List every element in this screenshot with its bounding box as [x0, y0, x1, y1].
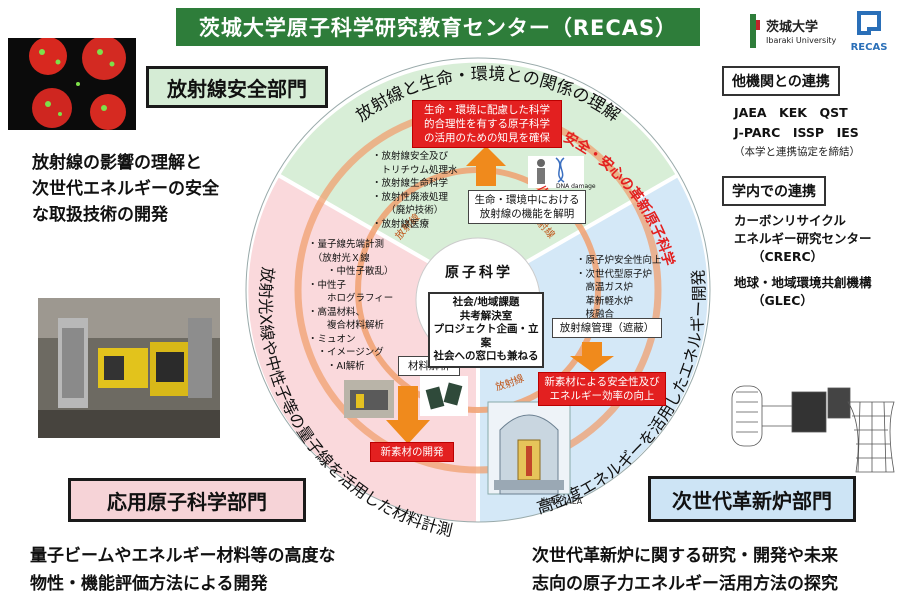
material-photo-1	[344, 380, 394, 418]
right-list-item: ・原子炉安全性向上	[576, 255, 662, 266]
reactor-wireframe-illustration	[731, 385, 895, 473]
applied-desc-line: 物性・機能評価方法による開発	[30, 574, 268, 594]
dept-applied-atomic-science-label: 応用原子科学部門	[68, 478, 306, 522]
reactor-cutaway-illustration	[487, 401, 571, 495]
right-research-list: ・原子炉安全性向上 ・次世代型原子炉 高温ガス炉 革新軽水炉 核融合	[576, 254, 662, 322]
crerc-line: （CRERC）	[752, 249, 824, 264]
top-white-box-line: 生命・環境中における	[474, 194, 580, 206]
sector-applied	[244, 172, 480, 527]
recas-mark-icon	[857, 11, 881, 35]
top-red-box-line: の活用のための知見を確保	[424, 132, 550, 144]
crerc-line: エネルギー研究センター	[734, 231, 872, 246]
safety-desc-line: 次世代エネルギーの安全	[32, 179, 219, 199]
applied-desc-line: 量子ビームやエネルギー材料等の高度な	[30, 546, 336, 566]
top-white-box: 生命・環境中における 放射線の機能を解明	[468, 190, 586, 224]
left-list-item: ・中性子散乱）	[308, 266, 394, 277]
left-list-item: ・中性子	[308, 279, 347, 291]
external-collaboration-heading: 他機関との連携	[722, 66, 840, 96]
glec-line: 地球・地域環境共創機構	[734, 275, 872, 290]
top-research-list: ・放射線安全及び トリチウム処理水 ・放射線生命科学 ・放射性廃液処理 （廃炉技…	[372, 150, 458, 231]
center-box-line: 共考解決室	[459, 309, 513, 322]
glec-line: （GLEC）	[752, 293, 813, 308]
safety-desc-line: な取扱技術の開発	[32, 205, 168, 225]
left-list-item: 複合材料解析	[308, 320, 385, 331]
right-list-item: ・次世代型原子炉	[576, 268, 653, 280]
ibaraki-logo-jp: 茨城大学	[766, 20, 819, 35]
top-list-item: トリチウム処理水	[372, 164, 458, 176]
left-list-item: ・ミュオン	[308, 333, 356, 345]
left-list-item: ・高温材料、	[308, 306, 366, 318]
ibaraki-mark-icon	[750, 14, 760, 48]
left-list-item: ・AI解析	[308, 360, 365, 372]
left-research-list: ・量子線先端計測 （放射光Ｘ線 ・中性子散乱） ・中性子 ホログラフィー ・高温…	[308, 238, 394, 373]
page-title: 茨城大学原子科学研究教育センター（RECAS）	[176, 8, 700, 46]
dept-radiation-safety-label: 放射線安全部門	[146, 66, 328, 108]
external-orgs-line: JAEA KEK QST	[734, 105, 848, 120]
right-list-item: 革新軽水炉	[576, 295, 634, 307]
top-red-box: 生命・環境に配慮した科学 的合理性を有する原子科学 の活用のための知見を確保	[412, 100, 562, 148]
external-orgs-line: J-PARC ISSP IES	[734, 125, 859, 140]
left-list-item: ・量子線先端計測	[308, 239, 385, 250]
left-list-item: ホログラフィー	[308, 293, 394, 304]
safety-desc-line: 放射線の影響の理解と	[32, 153, 202, 173]
top-list-item: ・放射性廃液処理	[372, 191, 449, 203]
right-red-box: 新素材による安全性及び エネルギー効率の向上	[538, 372, 666, 406]
dna-caption: DNA damage	[556, 183, 596, 190]
top-list-item: ・放射線医療	[372, 218, 430, 230]
left-red-box: 新素材の開発	[370, 442, 454, 462]
right-red-box-line: エネルギー効率の向上	[549, 390, 655, 402]
recas-logo-text: RECAS	[850, 42, 888, 53]
top-red-box-line: 生命・環境に配慮した科学	[424, 104, 550, 116]
external-note: （本学と連携協定を締結）	[734, 146, 860, 158]
right-list-item: 高温ガス炉	[576, 282, 634, 293]
reactor-desc-line: 次世代革新炉に関する研究・開発や未来	[532, 546, 838, 566]
safety-description: 放射線の影響の理解と 次世代エネルギーの安全 な取扱技術の開発	[32, 150, 272, 228]
right-white-box: 放射線管理（遮蔽）	[552, 318, 662, 338]
internal-collaboration-heading: 学内での連携	[722, 176, 826, 206]
top-red-box-line: 的合理性を有する原子科学	[424, 118, 550, 130]
reactor-description: 次世代革新炉に関する研究・開発や未来 志向の原子力エネルギー活用方法の探究	[532, 542, 892, 598]
left-list-item: ・イメージング	[308, 347, 384, 358]
center-label: 原子科学	[445, 265, 513, 281]
center-box-line: 社会への窓口も兼ねる	[433, 350, 539, 362]
crerc-line: カーボンリサイクル	[734, 213, 846, 228]
right-red-box-line: 新素材による安全性及び	[544, 376, 660, 388]
ibaraki-university-logo: 茨城大学 Ibaraki University	[748, 10, 838, 52]
center-box-line: 社会/地域課題	[452, 296, 520, 308]
top-white-box-line: 放射線の機能を解明	[479, 208, 575, 220]
top-list-item: ・放射線生命科学	[372, 178, 449, 189]
center-office-box: 社会/地域課題 共考解決室 プロジェクト企画・立案 社会への窓口も兼ねる	[428, 292, 544, 368]
applied-description: 量子ビームやエネルギー材料等の高度な 物性・機能評価方法による開発	[30, 542, 410, 598]
dept-next-gen-reactor-label: 次世代革新炉部門	[648, 476, 856, 522]
top-list-item: ・放射線安全及び	[372, 151, 449, 162]
ibaraki-logo-en: Ibaraki University	[766, 36, 837, 45]
arrow-up-top	[466, 146, 506, 186]
cells-image	[8, 38, 136, 130]
recas-logo: RECAS	[845, 10, 893, 54]
center-box-line: プロジェクト企画・立案	[433, 323, 539, 349]
arrow-down-left	[386, 386, 430, 444]
image-credit: 出典：JAEA	[540, 497, 583, 506]
cells-microscopy-photo	[8, 38, 136, 130]
top-list-item: （廃炉技術）	[372, 205, 444, 216]
beamline-apparatus-photo	[38, 298, 220, 438]
material-photo-2	[420, 376, 468, 416]
left-list-item: （放射光Ｘ線	[308, 252, 370, 264]
right-list-item: 核融合	[576, 309, 615, 320]
apparatus-image	[38, 298, 220, 438]
reactor-desc-line: 志向の原子力エネルギー活用方法の探究	[532, 574, 838, 594]
arrow-down-right	[570, 342, 614, 372]
